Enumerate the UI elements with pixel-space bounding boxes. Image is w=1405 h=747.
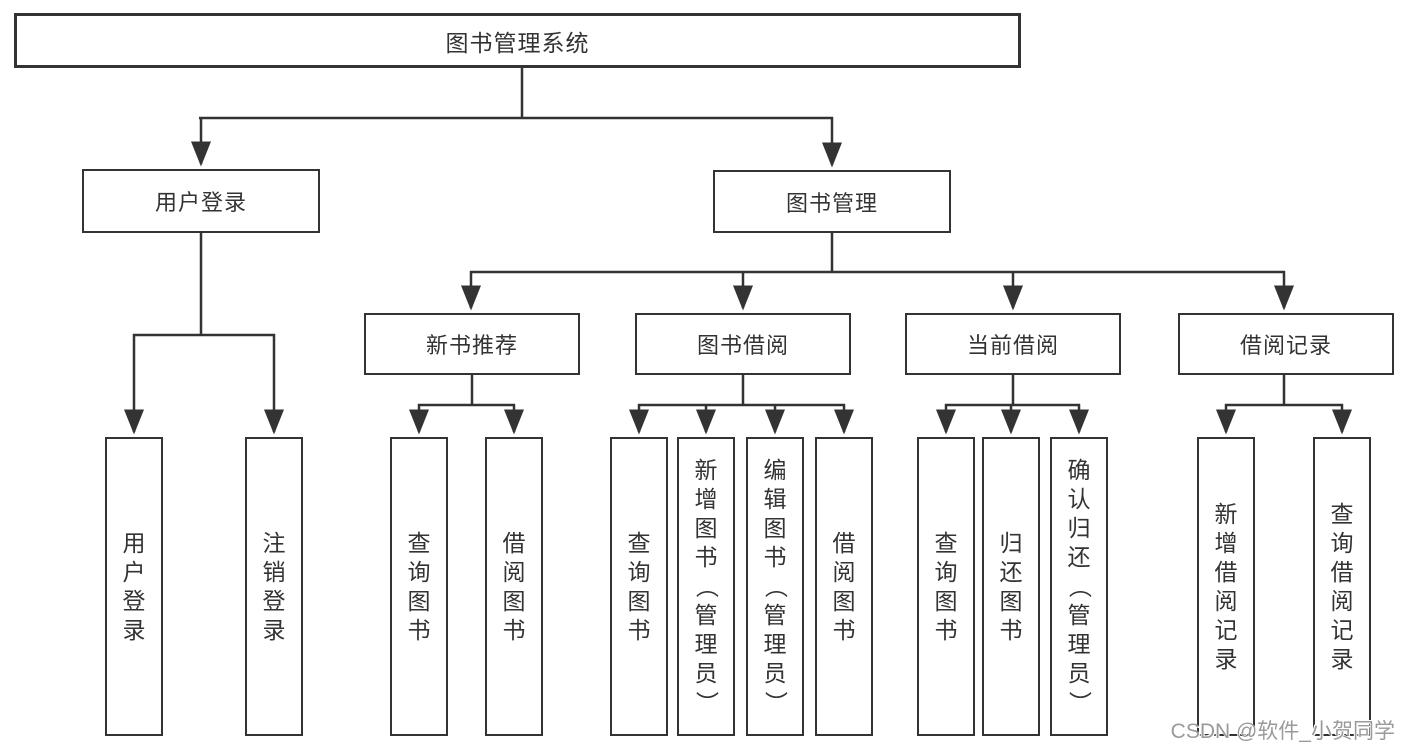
leaf-add-borrow-record: 新增借阅记录 <box>1197 437 1255 736</box>
node-new-book-recommend: 新书推荐 <box>364 313 580 375</box>
leaf-query-books-current: 查询图书 <box>917 437 975 736</box>
leaf-confirm-return-admin: 确认归还（管理员） <box>1050 437 1108 736</box>
leaf-add-book-admin: 新增图书（管理员） <box>677 437 735 736</box>
node-borrow-records-label: 借阅记录 <box>1239 333 1332 358</box>
leaf-return-books: 归还图书 <box>982 437 1040 736</box>
leaf-user-login: 用户登录 <box>105 437 163 736</box>
leaf-query-books-borrowing: 查询图书 <box>610 437 668 736</box>
node-user-login-label: 用户登录 <box>154 190 247 215</box>
leaf-borrow-books-recommend: 借阅图书 <box>485 437 543 736</box>
leaf-logout: 注销登录 <box>245 437 303 736</box>
node-current-borrowing: 当前借阅 <box>905 313 1121 375</box>
node-book-management: 图书管理 <box>713 170 951 233</box>
node-current-borrowing-label: 当前借阅 <box>966 333 1059 358</box>
node-user-login: 用户登录 <box>82 169 320 233</box>
watermark: CSDN @软件_小贺同学 <box>1170 720 1395 743</box>
leaf-borrow-books-borrowing: 借阅图书 <box>815 437 873 736</box>
node-book-borrowing-label: 图书借阅 <box>696 333 789 358</box>
node-library-system-label: 图书管理系统 <box>445 29 590 56</box>
leaf-query-borrow-record: 查询借阅记录 <box>1313 437 1371 736</box>
node-book-borrowing: 图书借阅 <box>635 313 851 375</box>
node-borrow-records: 借阅记录 <box>1178 313 1394 375</box>
node-book-management-label: 图书管理 <box>785 190 878 216</box>
leaf-query-books-recommend: 查询图书 <box>390 437 448 736</box>
node-new-book-recommend-label: 新书推荐 <box>425 333 518 358</box>
leaf-edit-book-admin: 编辑图书（管理员） <box>746 437 804 736</box>
node-library-system: 图书管理系统 <box>14 13 1021 68</box>
